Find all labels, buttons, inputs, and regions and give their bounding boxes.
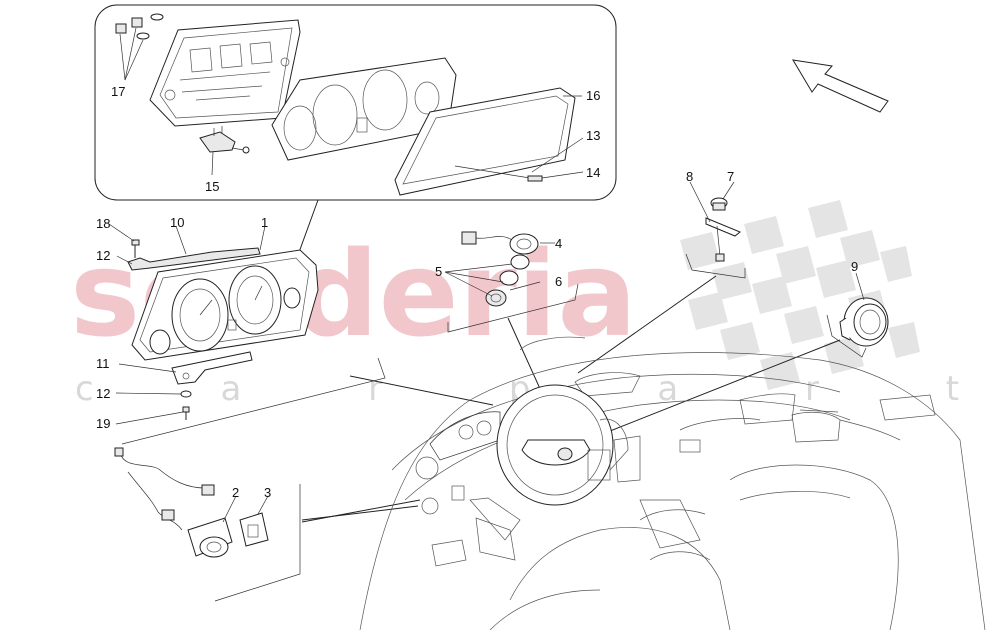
callout-8: 8: [686, 169, 693, 184]
lower-bracket: [171, 351, 253, 385]
screw-18: [131, 239, 140, 258]
sunload-sensor: [705, 197, 741, 262]
callout-7: 7: [727, 169, 734, 184]
direction-arrow-icon: [792, 59, 889, 113]
ignition-switch: [461, 231, 539, 255]
cluster-glass: [394, 87, 576, 196]
callout-12b: 12: [96, 386, 110, 401]
callout-3: 3: [264, 485, 271, 500]
callout-13: 13: [586, 128, 600, 143]
callout-9: 9: [851, 259, 858, 274]
checkered-flag-watermark: [680, 200, 920, 390]
cluster-rear-frame: [149, 19, 301, 127]
instrument-cluster: [131, 249, 319, 361]
callout-19: 19: [96, 416, 110, 431]
callout-16: 16: [586, 88, 600, 103]
callout-12a: 12: [96, 248, 110, 263]
connector-clips: [115, 13, 164, 40]
dashboard-clock: [839, 297, 889, 347]
ignition-rings: [485, 254, 530, 307]
callout-11: 11: [96, 356, 110, 371]
callout-15: 15: [205, 179, 219, 194]
callout-6: 6: [555, 274, 562, 289]
callout-2: 2: [232, 485, 239, 500]
ambient-sensor: [199, 126, 250, 154]
callout-14: 14: [586, 165, 600, 180]
headlamp-switch: [187, 517, 233, 558]
car-interior-sketch: [359, 336, 986, 630]
callout-17: 17: [111, 84, 125, 99]
callout-18: 18: [96, 216, 110, 231]
cluster-dial-face: [271, 57, 457, 161]
callout-4: 4: [555, 236, 562, 251]
upper-bracket: [127, 247, 261, 271]
screw-19: [182, 406, 190, 420]
callout-5: 5: [435, 264, 442, 279]
dimmer-switch: [239, 512, 269, 547]
detail-inset-box: [94, 4, 617, 201]
callout-1: 1: [261, 215, 268, 230]
callout-10: 10: [170, 215, 184, 230]
washer-12: [180, 390, 192, 398]
switch-wiring: [114, 447, 215, 531]
